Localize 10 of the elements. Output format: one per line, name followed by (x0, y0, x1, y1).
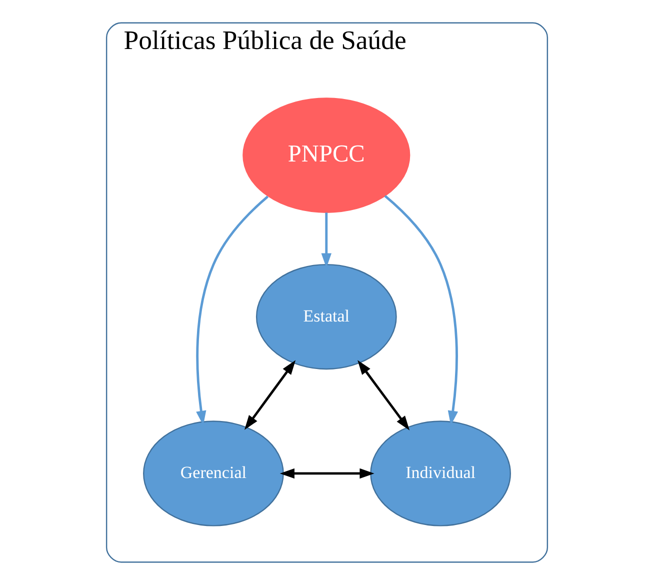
arrow (196, 196, 269, 426)
node-ellipse: PNPCC (242, 98, 410, 213)
arrow (358, 360, 410, 430)
node-ellipse: Individual (370, 420, 511, 526)
arrow (280, 468, 374, 479)
node-ellipse: Estatal (256, 264, 397, 370)
node-ellipse: Gerencial (143, 420, 284, 526)
arrow (384, 195, 458, 426)
arrow (321, 212, 332, 268)
arrow (244, 360, 296, 430)
